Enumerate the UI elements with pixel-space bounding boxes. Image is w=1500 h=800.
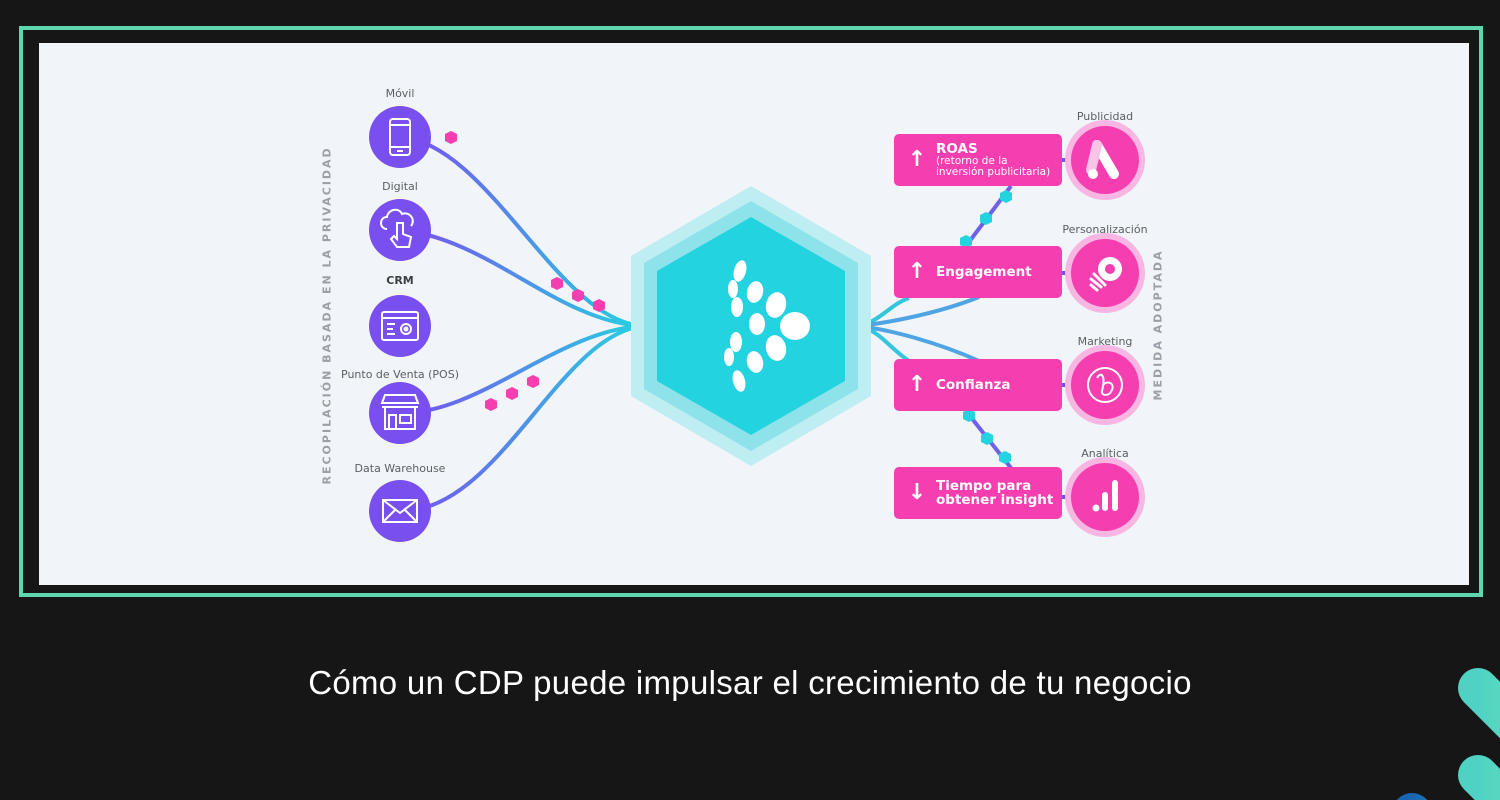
destination-label-publicidad: Publicidad (1076, 110, 1134, 123)
arrow-up-icon: ↑ (907, 147, 927, 172)
metric-title: Confianza (936, 376, 1011, 393)
left-axis-label: RECOPILACIÓN BASADA EN LA PRIVACIDAD (320, 146, 334, 485)
google-ads-icon (1086, 140, 1119, 179)
diagram-panel: Móvil Digital CRM Punto de Venta (POS) D… (39, 43, 1469, 585)
arrow-down-icon: ↓ (907, 480, 927, 505)
destination-label-personalizacion: Personalización (1062, 223, 1148, 236)
metric-title: obtener insight (936, 492, 1054, 508)
metric-tiempo-insight: ↓ Tiempo para obtener insight (894, 467, 1062, 519)
metric-confianza: ↑ Confianza (894, 359, 1062, 411)
arrow-up-icon: ↑ (907, 259, 927, 284)
teal-pill-top (1458, 668, 1500, 739)
metric-subtitle: (retorno de la (936, 155, 1008, 168)
source-connectors (399, 135, 645, 514)
cdp-hub (631, 186, 871, 466)
diagram-frame: Móvil Digital CRM Punto de Venta (POS) D… (19, 26, 1483, 597)
metric-title: Tiempo para (936, 477, 1032, 494)
cloud-touch-icon (380, 208, 414, 248)
page-caption: Cómo un CDP puede impulsar el crecimient… (308, 664, 1192, 701)
metric-title: ROAS (936, 140, 978, 157)
rocket-personalization-icon (1089, 257, 1122, 292)
source-label-pos: Punto de Venta (POS) (341, 368, 459, 381)
source-label-movil: Móvil (385, 87, 415, 100)
destination-circles (1065, 120, 1145, 537)
right-data-nodes (960, 190, 1012, 464)
cdp-flow-diagram (369, 106, 1145, 542)
crm-settings-icon (381, 311, 419, 341)
decorative-corner-shapes (1396, 668, 1500, 800)
arrow-up-icon: ↑ (907, 372, 927, 397)
metric-engagement: ↑ Engagement (894, 246, 1062, 298)
source-label-data-warehouse: Data Warehouse (354, 462, 446, 475)
storefront-icon (380, 394, 420, 430)
destination-label-marketing: Marketing (1077, 335, 1133, 348)
cdp-dots-logo-icon (724, 260, 810, 392)
source-circles (369, 106, 431, 542)
analytics-bars-icon (1092, 480, 1118, 512)
metric-title: Engagement (936, 263, 1032, 280)
envelope-icon (382, 499, 418, 523)
metric-subtitle: inversión publicitaria) (936, 166, 1051, 179)
teal-pill-bottom (1458, 755, 1500, 800)
braze-b-icon (1087, 367, 1123, 403)
metric-roas: ↑ ROAS (retorno de la inversión publicit… (894, 134, 1062, 186)
source-label-crm: CRM (386, 274, 414, 287)
destination-label-analitica: Analítica (1081, 447, 1129, 460)
source-label-digital: Digital (382, 180, 418, 193)
left-data-nodes (445, 131, 605, 411)
mobile-phone-icon (389, 118, 411, 156)
